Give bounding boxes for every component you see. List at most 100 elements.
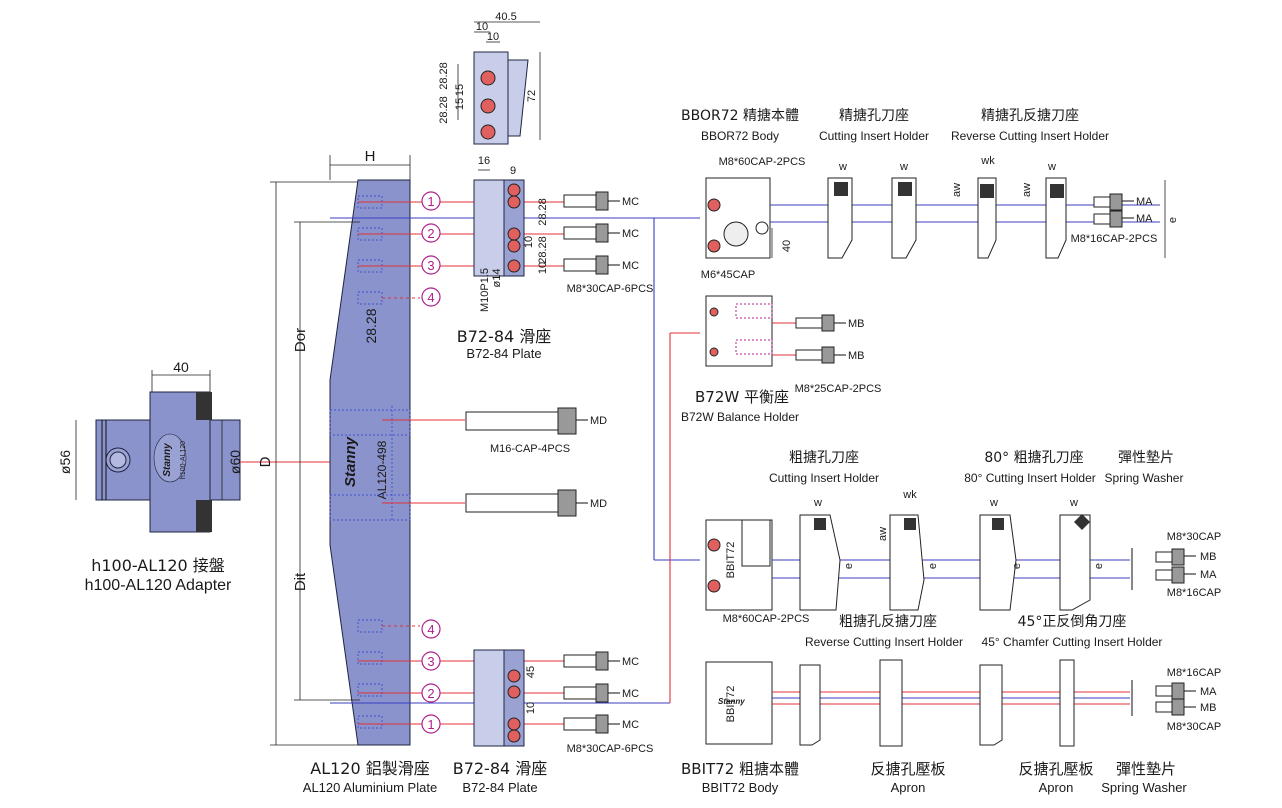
- adapter-name-en: h100-AL120 Adapter: [85, 577, 232, 594]
- slide-bottom: 45 10 B72-84 滑座 B72-84 Plate: [453, 649, 548, 795]
- balance-screw-spec: M8*25CAP-2PCS: [795, 383, 882, 395]
- fine-rev-wk1: wk: [980, 155, 995, 167]
- mc-label-2: MC: [622, 228, 639, 240]
- adapter: Stanny h100-AL120 40 ø56 ø60 h100-AL120 …: [57, 359, 330, 594]
- fine-holder-w1: w: [838, 161, 847, 173]
- plate-name-cn: AL120 鋁製滑座: [310, 759, 430, 778]
- detail-dim-2828a: 28.28: [438, 62, 450, 90]
- bbit-body-bottom: Stanny BBIT72 BBIT72 粗搪本體 BBIT72 Body 反搪…: [681, 659, 1187, 795]
- slide-top-dim-10b: 10: [537, 262, 549, 274]
- slide-top-dim-10a: 10: [523, 236, 535, 248]
- screw-lines: [330, 201, 670, 725]
- rough-rev-name-cn: 粗搪孔反搪刀座: [839, 614, 937, 630]
- balance-holder: MB MB M8*25CAP-2PCS B72W 平衡座 B72W Balanc…: [681, 295, 882, 424]
- fine-rev-aw2: aw: [1021, 183, 1033, 197]
- bbit-body-mid: BBIT72 M8*60CAP-2PCS: [705, 519, 1130, 625]
- screws-mid-right: MB MA M8*30CAP M8*16CAP: [1131, 531, 1221, 599]
- ma-label-4: MA: [1200, 686, 1217, 698]
- bbit-mid-screw-spec: M8*60CAP-2PCS: [723, 613, 810, 625]
- slide-top-dim-28b: 28.28: [537, 236, 549, 264]
- bbor-name-en: BBOR72 Body: [701, 129, 779, 143]
- slide-bottom-name-en: B72-84 Plate: [462, 780, 537, 795]
- fine-rev-w: w: [1047, 161, 1056, 173]
- ma-label-2: MA: [1136, 213, 1153, 225]
- slide-top-dim-16: 16: [478, 155, 490, 167]
- md-label-2: MD: [590, 498, 607, 510]
- adapter-dim-width: 40: [173, 359, 189, 375]
- bbor-m6-spec: M6*45CAP: [701, 269, 755, 281]
- screws-mc-top: MC MC MC M8*30CAP-6PCS: [563, 191, 653, 295]
- circle-3-bottom: 3: [427, 654, 434, 669]
- plate-dim-dit: Dit: [292, 572, 309, 591]
- mb-label-2: MB: [848, 350, 865, 362]
- circle-1-bottom: 1: [427, 717, 434, 732]
- adapter-brand: Stanny: [162, 443, 173, 477]
- circle-2-bottom: 2: [427, 686, 434, 701]
- plate-model: AL120-498: [375, 440, 389, 499]
- mid-spec-16: M8*16CAP: [1167, 587, 1221, 599]
- screws-bottom-right: MA MB M8*16CAP M8*30CAP: [1131, 667, 1221, 733]
- bbit-bottom-model: BBIT72: [725, 686, 737, 723]
- balance-name-en: B72W Balance Holder: [681, 410, 799, 424]
- rough-w1: w: [813, 497, 822, 509]
- slide-bottom-dim-10: 10: [525, 702, 537, 714]
- bbit-name-en: BBIT72 Body: [702, 780, 779, 795]
- slide-bottom-name-cn: B72-84 滑座: [453, 759, 548, 778]
- connector-lines: [653, 217, 700, 703]
- fine-reverse-holder: wk w aw aw e 精搪孔反搪刀座 Reverse Cutting Ins…: [951, 108, 1179, 259]
- screws-md: MD MD M16-CAP-4PCS: [465, 407, 607, 517]
- adapter-name-cn: h100-AL120 接盤: [91, 556, 225, 575]
- bbit-mid-model: BBIT72: [725, 542, 737, 579]
- apron1-name-en: Apron: [891, 780, 926, 795]
- detail-dim-10b: 10: [487, 31, 499, 43]
- slide-top-name-cn: B72-84 滑座: [457, 327, 552, 346]
- circle-3-top: 3: [427, 258, 434, 273]
- mc-label-1: MC: [622, 196, 639, 208]
- fine-holder-w2: w: [899, 161, 908, 173]
- slide-bottom-dim-45: 45: [525, 666, 537, 678]
- holder80-name-cn: 80° 粗搪孔刀座: [984, 450, 1083, 466]
- detail-dim-72: 72: [526, 90, 538, 102]
- fine-holder: w w 精搪孔刀座 Cutting Insert Holder: [819, 108, 929, 259]
- rough-rev-name-en: Reverse Cutting Insert Holder: [805, 635, 963, 649]
- adapter-model: h100-AL120: [180, 441, 187, 479]
- circle-4-top: 4: [427, 290, 434, 305]
- rough-e3: e: [1011, 563, 1023, 569]
- md-label-1: MD: [590, 415, 607, 427]
- apron2-name-cn: 反搪孔壓板: [1018, 760, 1093, 778]
- bbit-bottom-brand: Stanny: [718, 697, 745, 706]
- adapter-dim-left: ø56: [57, 450, 73, 474]
- mc-label-4: MC: [622, 656, 639, 668]
- bbit-name-cn: BBIT72 粗搪本體: [681, 760, 799, 778]
- screws-bottom-spec: M8*30CAP-6PCS: [567, 743, 654, 755]
- rough-holders-row: w wk w w aw e e e e 粗搪孔刀座 Cutting Insert…: [769, 450, 1183, 649]
- holder80-name-en: 80° Cutting Insert Holder: [964, 471, 1096, 485]
- slide-top-dim-9: 9: [510, 165, 516, 177]
- rough-w3: w: [1069, 497, 1078, 509]
- balance-name-cn: B72W 平衡座: [695, 388, 789, 406]
- chamfer-name-cn: 45°正反倒角刀座: [1018, 614, 1127, 630]
- ma-top-spec: M8*16CAP-2PCS: [1071, 233, 1158, 245]
- slide-top-hole: ø14: [491, 269, 503, 288]
- plate-dim-d: D: [257, 456, 274, 467]
- chamfer-name-en: 45° Chamfer Cutting Insert Holder: [982, 635, 1163, 649]
- circle-1-top: 1: [427, 194, 434, 209]
- mb-label-4: MB: [1200, 702, 1217, 714]
- detail-dim-15b: 15: [454, 98, 466, 110]
- ma-label-1: MA: [1136, 196, 1153, 208]
- circle-4-bottom: 4: [427, 622, 434, 637]
- rough-w2: w: [989, 497, 998, 509]
- rough-name-en: Cutting Insert Holder: [769, 471, 879, 485]
- plate-dim-h: H: [365, 148, 376, 165]
- circle-2-top: 2: [427, 226, 434, 241]
- slide-detail-view: 40.5 10 10 28.28 15 15 28.28 72: [438, 11, 541, 145]
- mc-label-6: MC: [622, 719, 639, 731]
- aluminium-plate: Stanny AL120-498 H D Dor Dit 28.28 AL120…: [257, 148, 437, 795]
- plate-dim-dor: Dor: [292, 328, 309, 352]
- bbor-body: 40 M8*60CAP-2PCS M6*45CAP BBOR72 精搪本體 BB…: [681, 108, 1160, 281]
- fine-rev-e: e: [1167, 217, 1179, 223]
- bottom-spec-30: M8*30CAP: [1167, 721, 1221, 733]
- screws-mc-bottom: MC MC MC M8*30CAP-6PCS: [563, 651, 654, 755]
- fine-holder-name-en: Cutting Insert Holder: [819, 129, 929, 143]
